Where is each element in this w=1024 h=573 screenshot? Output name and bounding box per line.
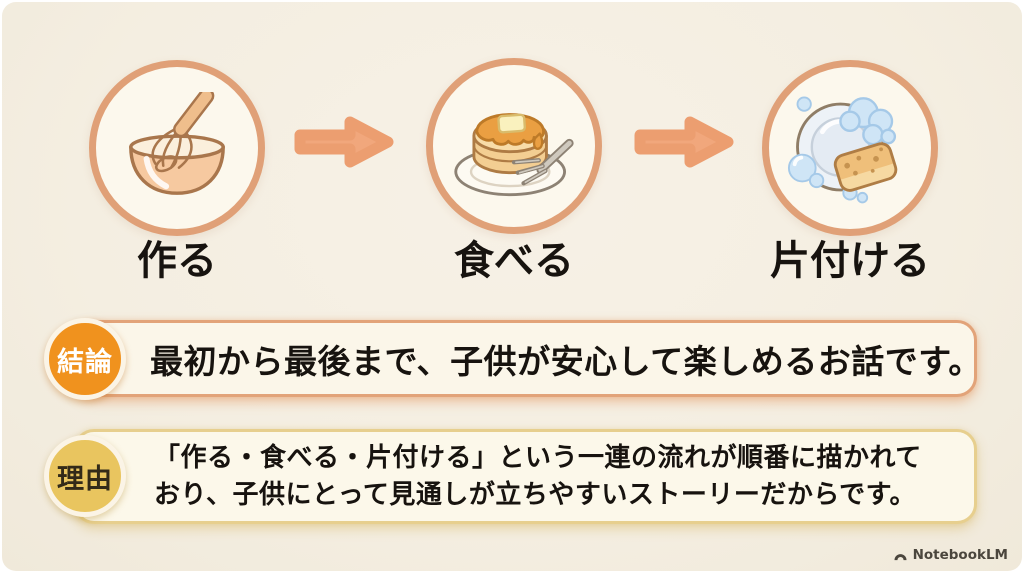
watermark-label: NotebookLM: [912, 547, 1008, 563]
reason-box: [74, 429, 977, 524]
pancakes-plate-fork-icon: [454, 113, 574, 197]
watermark: NotebookLM: [893, 547, 1008, 563]
reason-badge: 理由: [44, 435, 126, 517]
step-circle-eat: [426, 58, 602, 234]
reason-line-1: 「作る・食べる・片付ける」という一連の流れが順番に描かれて: [154, 442, 922, 473]
step-label-make: 作る: [137, 238, 217, 284]
dish-sponge-bubbles-icon: [787, 96, 898, 204]
conclusion-text: 最初から最後まで、子供が安心して楽しめるお話です。: [150, 341, 982, 381]
reason-line-2: おり、子供にとって見通しが立ちやすいストーリーだからです。: [154, 479, 917, 510]
notebooklm-logo-icon: [894, 554, 907, 561]
conclusion-box: [74, 320, 977, 397]
arrow-right-icon: [634, 116, 734, 168]
step-label-eat: 食べる: [454, 238, 574, 284]
reason-text: 「作る・食べる・片付ける」という一連の流れが順番に描かれて おり、子供にとって見…: [154, 429, 922, 524]
step-circle-cleanup: [762, 60, 938, 236]
step-label-cleanup: 片付ける: [770, 238, 930, 284]
arrow-right-icon: [294, 116, 394, 168]
conclusion-badge: 結論: [44, 318, 126, 400]
mixing-bowl-whisk-icon: [129, 92, 225, 195]
step-circle-make: [89, 60, 265, 236]
